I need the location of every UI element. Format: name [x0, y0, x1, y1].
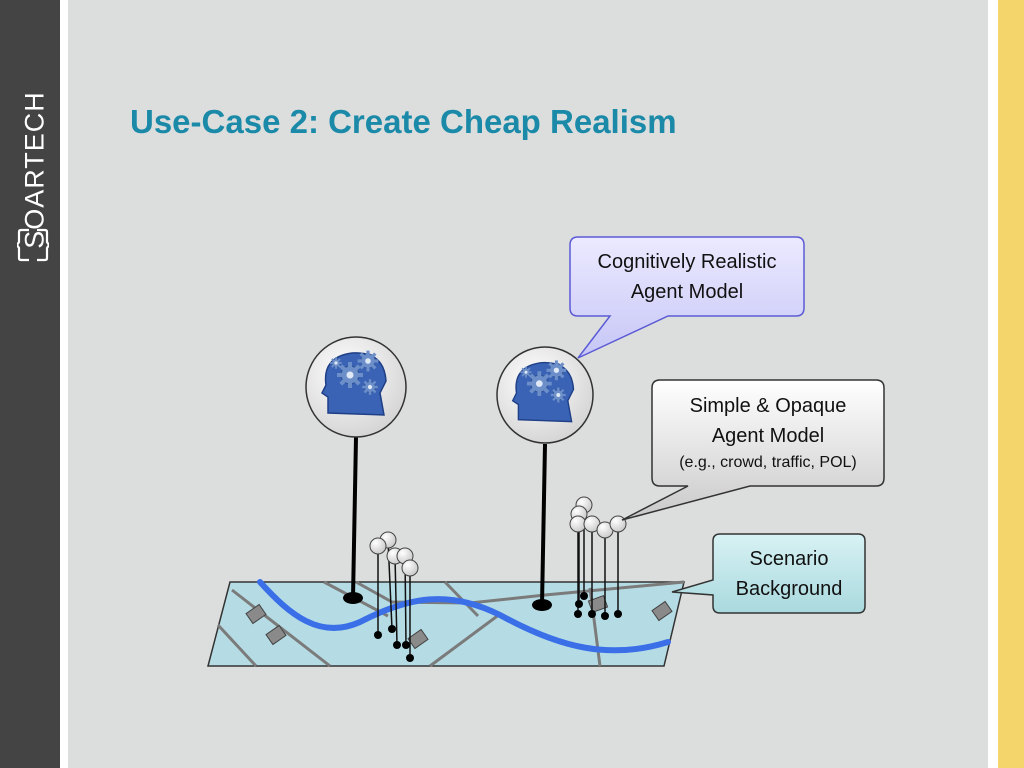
- scenario-map: [207, 579, 685, 668]
- simple-agents-cluster-right: [569, 496, 627, 620]
- callout-cognitive: Cognitively Realistic Agent Model: [570, 247, 804, 307]
- river-road: [257, 579, 671, 654]
- callout-cognitive-line1: Cognitively Realistic: [597, 251, 777, 273]
- right-gap: [988, 0, 998, 768]
- simple-agents-cluster-left: [369, 531, 419, 662]
- callout-scenario-bubble: [671, 533, 866, 614]
- building-icons: [245, 594, 673, 650]
- callout-simple-line3: (e.g., crowd, traffic, POL): [679, 454, 857, 471]
- callout-cognitive-bubble: [569, 236, 805, 359]
- left-sidebar: [0, 0, 60, 768]
- sidebar-gap: [60, 0, 68, 768]
- cognitive-agent-left: [305, 336, 407, 604]
- callout-cognitive-line2: Agent Model: [630, 281, 744, 303]
- accent-bar: [998, 0, 1024, 768]
- callout-scenario: Scenario Background: [713, 544, 865, 604]
- callout-simple: Simple & Opaque Agent Model (e.g., crowd…: [652, 391, 884, 475]
- callout-simple-line1: Simple & Opaque: [689, 395, 847, 417]
- callout-simple-bubble: [621, 379, 885, 521]
- callout-scenario-line2: Background: [735, 578, 843, 600]
- page-title: Use-Case 2: Create Cheap Realism: [130, 103, 677, 140]
- callout-simple-line2: Agent Model: [711, 425, 825, 447]
- cognitive-agent-right: [496, 346, 594, 611]
- callout-scenario-line1: Scenario: [749, 548, 829, 570]
- bracket-logo-icon: [17, 228, 49, 262]
